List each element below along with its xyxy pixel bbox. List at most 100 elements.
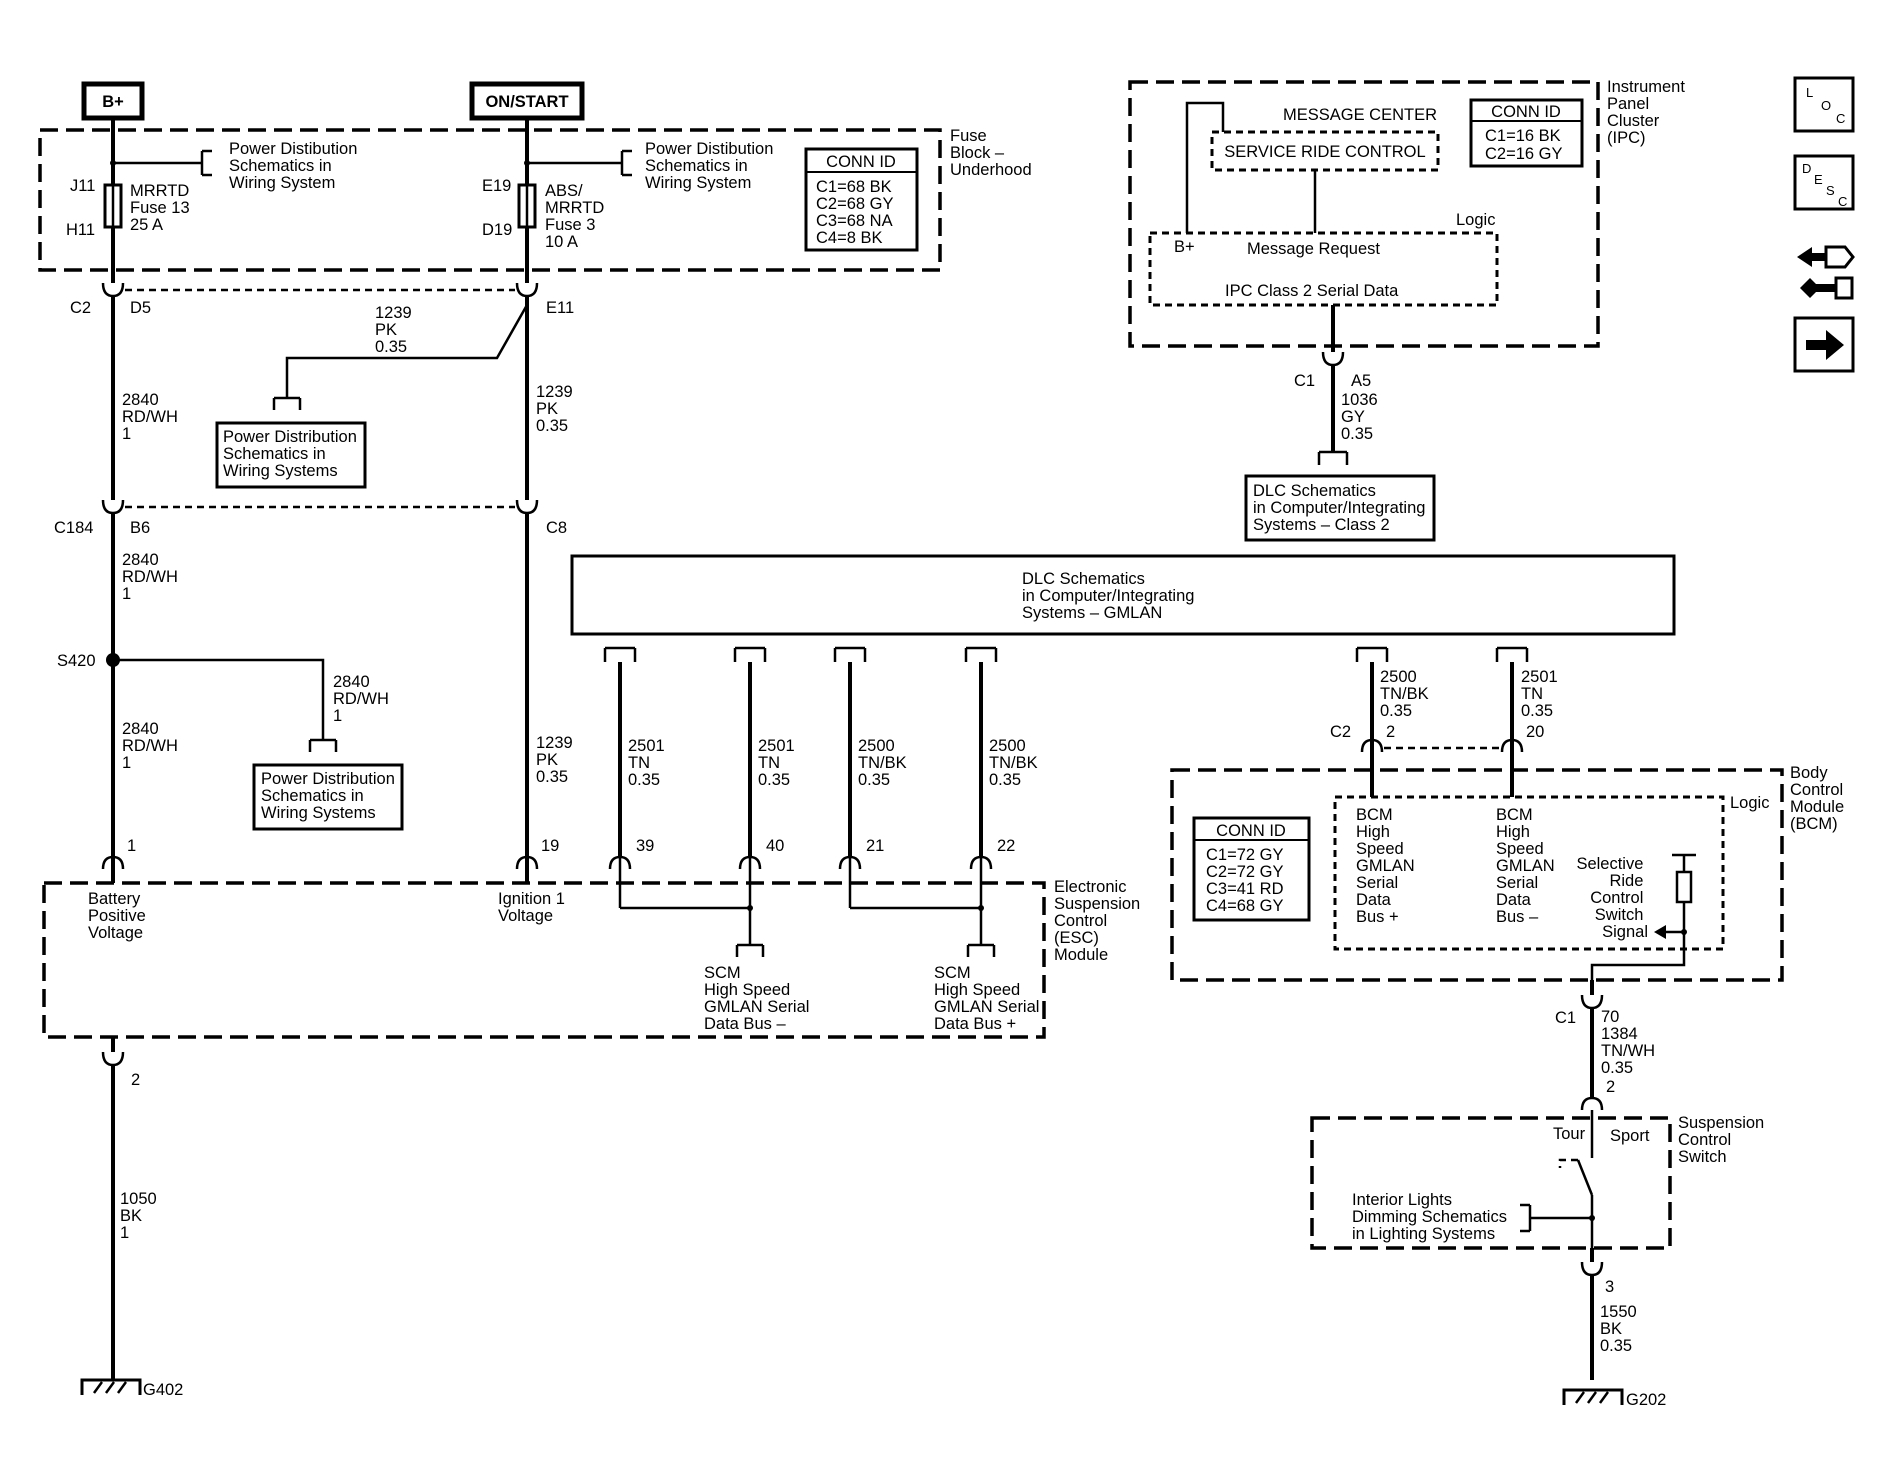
esc-ignition-label: Ignition 1 Voltage: [498, 890, 570, 925]
ground-g402-label: G402: [143, 1381, 183, 1399]
wire-1050-label: 1050 BK 1: [120, 1190, 161, 1242]
ground-g202-label: G202: [1626, 1391, 1666, 1409]
svg-text:B6: B6: [130, 519, 150, 537]
gmlan-drops: [603, 646, 998, 857]
svg-text:C1: C1: [1294, 372, 1315, 390]
svg-text:E: E: [1814, 172, 1823, 187]
svg-text:C2=72 GY: C2=72 GY: [1206, 863, 1284, 881]
bcm-bus-plus-label: BCM High Speed GMLAN Serial Data Bus +: [1356, 806, 1419, 926]
dlc-gmlan-box: DLC Schematics in Computer/Integrating S…: [570, 554, 1676, 636]
svg-text:C1=72 GY: C1=72 GY: [1206, 846, 1284, 864]
wire-1239-a-label: 1239 PK 0.35: [375, 304, 416, 356]
esc-battery-label: Battery Positive Voltage: [88, 890, 150, 942]
svg-text:S420: S420: [57, 652, 96, 670]
fuse-block-boundary: [38, 128, 942, 272]
connector-wrench-icon[interactable]: [1797, 245, 1855, 300]
ground-g402-icon: G402: [80, 1378, 183, 1399]
ipc-bplus-label: B+: [1174, 238, 1195, 256]
arrow-right-icon: [1806, 330, 1844, 360]
location-button[interactable]: L O C: [1793, 76, 1855, 133]
wire-1239-b-label: 1239 PK 0.35: [536, 383, 577, 435]
wire-2500-b-label: 2500 TN/BK 0.35: [989, 737, 1042, 789]
wire-1550-label: 1550 BK 0.35: [1600, 1303, 1641, 1355]
esc-module-label: Electronic Suspension Control (ESC) Modu…: [1054, 878, 1145, 964]
svg-text:Systems – GMLAN: Systems – GMLAN: [1022, 604, 1162, 622]
svg-text:3: 3: [1605, 1278, 1614, 1296]
svg-text:Power Distribution: Power Distribution: [261, 770, 395, 788]
svg-text:C1=16 BK: C1=16 BK: [1485, 127, 1561, 145]
svg-text:Power Distribution: Power Distribution: [223, 428, 357, 446]
pin-h11: H11: [66, 221, 95, 239]
svg-text:1: 1: [127, 837, 136, 855]
fuse-13: Power Distibution Schematics in Wiring S…: [66, 118, 357, 283]
esc-internal-joins: [620, 905, 996, 957]
svg-text:22: 22: [997, 837, 1015, 855]
pd-ref-2: Power Distibution Schematics in Wiring S…: [645, 140, 778, 192]
svg-text:C2: C2: [70, 299, 91, 317]
svg-text:O: O: [1821, 98, 1831, 113]
wire-2840-b-label: 2840 RD/WH 1: [122, 551, 183, 603]
svg-text:B+: B+: [102, 93, 124, 111]
connector-c184-row: C184 B6 C8: [54, 499, 567, 537]
bcm-boundary: [1170, 768, 1784, 982]
svg-text:19: 19: [541, 837, 559, 855]
fuse-3: Power Distibution Schematics in Wiring S…: [482, 118, 778, 283]
fuse-block-conn-id: CONN ID C1=68 BK C2=68 GY C3=68 NA C4=8 …: [804, 147, 919, 252]
service-ride-control-box: [1210, 130, 1440, 172]
svg-text:DLC Schematics: DLC Schematics: [1253, 482, 1376, 500]
esc-module-boundary: [42, 881, 1046, 1039]
suspension-switch-boundary: [1310, 1116, 1672, 1250]
esc-scm-minus-label: SCM High Speed GMLAN Serial Data Bus –: [704, 964, 814, 1033]
ipc-serial-data-label: IPC Class 2 Serial Data: [1225, 282, 1399, 300]
b-plus-source: B+: [81, 81, 145, 121]
svg-text:2: 2: [1606, 1078, 1615, 1096]
svg-text:CONN ID: CONN ID: [826, 153, 896, 171]
svg-text:Wiring Systems: Wiring Systems: [223, 462, 338, 480]
next-arrow-button[interactable]: [1793, 316, 1855, 373]
svg-text:Wiring Systems: Wiring Systems: [261, 804, 376, 822]
svg-text:L: L: [1806, 85, 1813, 100]
svg-text:DLC Schematics: DLC Schematics: [1022, 570, 1145, 588]
ipc-boundary: [1128, 80, 1600, 348]
svg-text:A5: A5: [1351, 372, 1371, 390]
pd-box-1: Power Distribution Schematics in Wiring …: [215, 421, 367, 489]
message-request-label: Message Request: [1247, 240, 1380, 258]
svg-text:C2=68 GY: C2=68 GY: [816, 195, 894, 213]
on-start-source: ON/START: [469, 81, 585, 121]
svg-text:20: 20: [1526, 723, 1544, 741]
interior-lights-ref: Interior Lights Dimming Schematics in Li…: [1352, 1191, 1512, 1243]
svg-text:C1=68 BK: C1=68 BK: [816, 178, 892, 196]
suspension-switch-label: Suspension Control Switch: [1678, 1114, 1769, 1166]
svg-text:C4=8 BK: C4=8 BK: [816, 229, 883, 247]
message-center-label: MESSAGE CENTER: [1283, 106, 1437, 124]
bcm-conn-id: CONN ID C1=72 GY C2=72 GY C3=41 RD C4=68…: [1192, 816, 1311, 922]
wire-2501-a-label: 2501 TN 0.35: [628, 737, 669, 789]
splice-s420: S420 2840 RD/WH 1: [57, 652, 389, 752]
esc-pins: 1 19 39 40 21 22: [101, 837, 1015, 908]
switch-sport-label: Sport: [1610, 1127, 1650, 1145]
bcm-selective-label: Selective Ride Control Switch Signal: [1576, 855, 1648, 941]
fuse-13-label: MRRTD Fuse 13 25 A: [130, 182, 194, 234]
bcm-logic-box: [1333, 795, 1725, 951]
svg-text:D5: D5: [130, 299, 151, 317]
esc-scm-plus-label: SCM High Speed GMLAN Serial Data Bus +: [934, 964, 1044, 1033]
pin-d19: D19: [482, 221, 512, 239]
ipc-bplus-wire: [1185, 101, 1225, 233]
wire-2501-b-label: 2501 TN 0.35: [758, 737, 799, 789]
svg-text:C3=41 RD: C3=41 RD: [1206, 880, 1284, 898]
ipc-logic-box: [1148, 231, 1499, 307]
service-ride-control-label: SERVICE RIDE CONTROL: [1224, 143, 1425, 161]
selector-switch-icon: [1520, 1110, 1595, 1255]
fuse-block-label: Fuse Block – Underhood: [950, 127, 1032, 179]
ground-g202-icon: G202: [1562, 1388, 1666, 1409]
ipc-logic-label: Logic: [1456, 211, 1495, 229]
wire-1036-label: 1036 GY 0.35: [1341, 391, 1382, 443]
esc-ground-wire: 2 1050 BK 1: [101, 1037, 161, 1380]
pin-j11: J11: [70, 177, 95, 195]
description-button[interactable]: D E S C: [1793, 154, 1855, 211]
wire-2840-a-label: 2840 RD/WH 1: [122, 391, 183, 443]
svg-text:E11: E11: [546, 299, 574, 317]
wire-2500-a-label: 2500 TN/BK 0.35: [858, 737, 911, 789]
svg-text:C4=68 GY: C4=68 GY: [1206, 897, 1284, 915]
